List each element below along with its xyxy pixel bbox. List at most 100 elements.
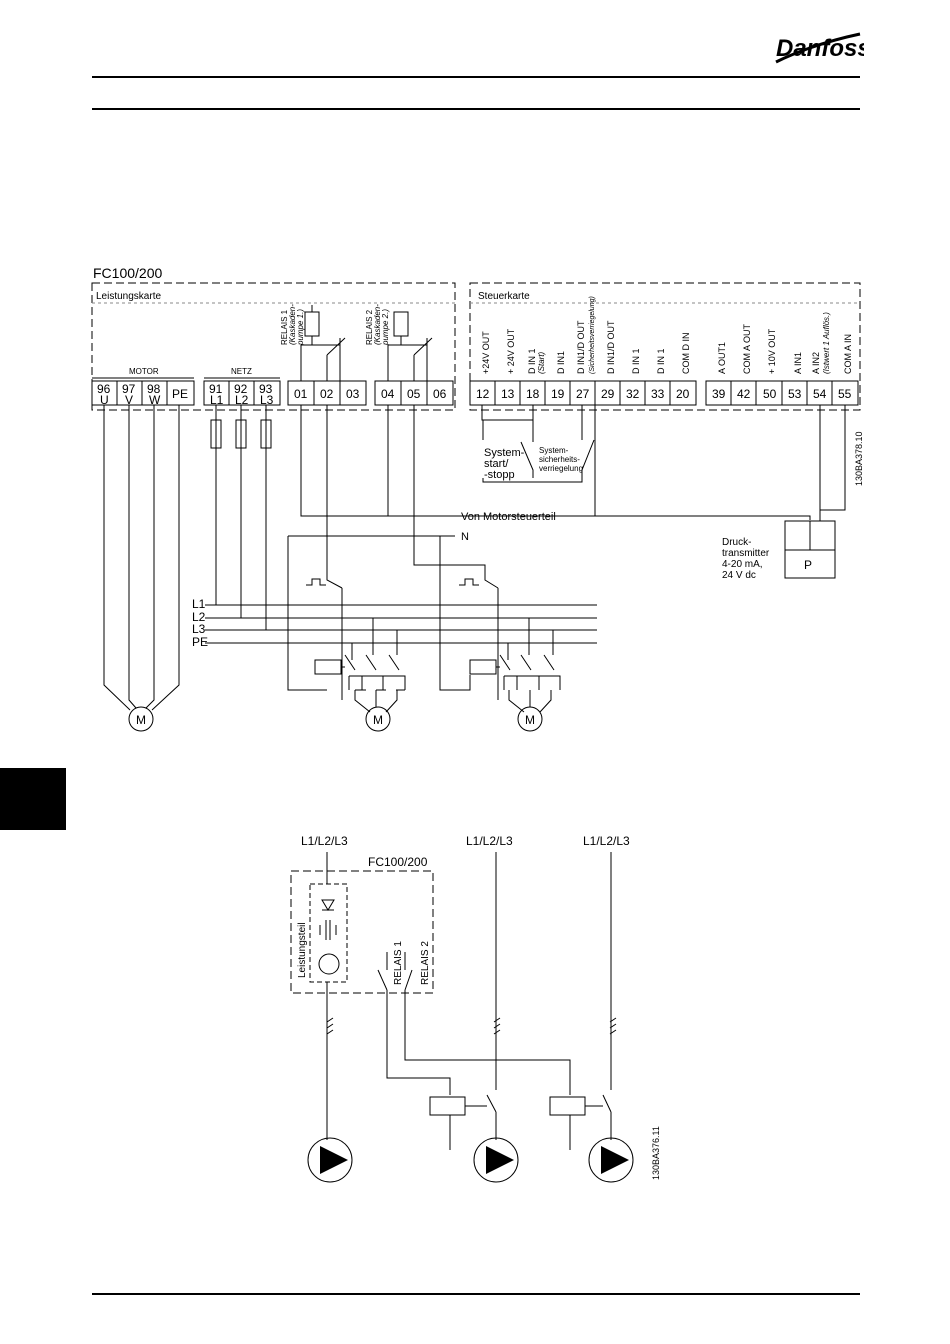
header-rule-top: [92, 76, 860, 78]
logo-swoosh: [775, 32, 861, 64]
pump-3-icon: [601, 1146, 629, 1174]
relay1-sub1: (Kaskaden-: [288, 304, 297, 345]
line-pe-label: PE: [192, 635, 208, 649]
ctrl-label-54b: (Istwert 1 Auflös.): [822, 312, 831, 374]
ctrl-label-32: D IN 1: [631, 348, 641, 374]
control-card-label: Steuerkarte: [478, 291, 530, 302]
ctrl-label-13: + 24V OUT: [506, 328, 516, 374]
term-04: 04: [381, 387, 395, 401]
capacitor: [319, 920, 337, 940]
term-01: 01: [294, 387, 308, 401]
netz-wires: [215, 405, 267, 630]
pump-1-icon: [320, 1146, 348, 1174]
ctrl-label-27b: (Sicherheitsverriegelung): [589, 296, 596, 374]
contactor2-coil: [469, 659, 497, 675]
term-33: 33: [651, 387, 665, 401]
terminal-block-ctrl-a: [469, 380, 697, 406]
leistungsteil-dashed: [309, 883, 348, 983]
term-91-sub: L1: [210, 393, 224, 407]
ref-diagram2: 130BA376.11: [651, 1126, 661, 1180]
terminal-block-netz: [203, 380, 281, 406]
n-wire: [287, 535, 471, 691]
term-12: 12: [476, 387, 490, 401]
pump-1-circle: [307, 1137, 353, 1183]
system-safety-2: sicherheits-: [539, 455, 580, 464]
relay1-coil: [304, 311, 320, 337]
relay2-sub2: pumpe 2.): [381, 309, 390, 346]
chapter-tab: [0, 768, 66, 830]
relais1-label: RELAIS 1: [393, 941, 404, 985]
relay1-out: [326, 405, 343, 605]
leistungsteil-label: Leistungsteil: [297, 922, 308, 978]
term-39: 39: [712, 387, 726, 401]
term-93: 93: [259, 382, 273, 396]
term-91: 91: [209, 382, 223, 396]
term-03: 03: [346, 387, 360, 401]
motor-pump1-label: M: [373, 713, 383, 727]
term-55: 55: [838, 387, 852, 401]
transmitter-1: Druck-: [722, 537, 751, 548]
ctrl-label-19: D IN1: [556, 351, 566, 374]
transistor: [318, 953, 340, 975]
pump-2-circle: [473, 1137, 519, 1183]
logo-text: Danfoss: [776, 35, 864, 62]
ctrl-label-42: COM A OUT: [742, 323, 752, 374]
supply-label-1: L1/L2/L3: [301, 834, 348, 848]
danfoss-logo: Danfoss: [772, 28, 864, 70]
footer-rule: [92, 1293, 860, 1295]
fc-title-2: FC100/200: [368, 855, 428, 869]
system-start-2: start/: [484, 458, 509, 470]
ctrl-label-53: A IN1: [793, 352, 803, 374]
line-l3-label: L3: [192, 622, 206, 636]
term-97: 97: [122, 382, 136, 396]
term-32: 32: [626, 387, 640, 401]
system-safety-3: verriegelung: [539, 464, 583, 473]
transmitter-2: transmitter: [722, 548, 770, 559]
ctrl-label-50: + 10V OUT: [767, 328, 777, 374]
term-98-sub: W: [149, 393, 161, 407]
motor-main-label: M: [136, 713, 146, 727]
term-13: 13: [501, 387, 515, 401]
netz-group-label: NETZ: [231, 367, 252, 376]
ctrl-label-39: A OUT1: [717, 342, 727, 374]
ctrl-label-29: D IN1/D OUT: [606, 320, 616, 374]
motor-wires: [103, 405, 180, 711]
line-l1-label: L1: [192, 597, 206, 611]
power-card-label: Leistungskarte: [96, 291, 161, 302]
term-06: 06: [433, 387, 447, 401]
supply-label-2: L1/L2/L3: [466, 834, 513, 848]
term-97-sub: V: [125, 393, 133, 407]
term-96-sub: U: [100, 393, 109, 407]
ctrl-label-55: COM A IN: [843, 334, 853, 374]
term-93-sub: L3: [260, 393, 274, 407]
term-pe: PE: [172, 387, 188, 401]
contactor1-coil: [314, 659, 342, 675]
terminal-block-motor: [91, 380, 195, 406]
term-54: 54: [813, 387, 827, 401]
contactor-a: [429, 1096, 466, 1116]
term-92: 92: [234, 382, 248, 396]
power-card-outline: [91, 282, 456, 411]
ref-diagram1: 130BA378.10: [854, 431, 864, 486]
motor-pump2: [517, 706, 543, 732]
fc-dashed-box: [290, 870, 434, 994]
relay1-label: RELAIS 1: [280, 309, 289, 345]
system-start-3: -stopp: [484, 469, 515, 481]
term-92-sub: L2: [235, 393, 249, 407]
line-l2-label: L2: [192, 610, 206, 624]
system-start-1: System-: [484, 447, 525, 459]
relay1-sub2: pumpe 1.): [296, 309, 305, 346]
motor-pump1: [365, 706, 391, 732]
pump-3-circle: [588, 1137, 634, 1183]
transmitter-3: 4-20 mA,: [722, 559, 763, 570]
ctrl-label-18: D IN 1: [527, 348, 537, 374]
system-safety-1: System-: [539, 446, 569, 455]
term-96: 96: [97, 382, 111, 396]
term-98: 98: [147, 382, 161, 396]
term-05: 05: [407, 387, 421, 401]
transmitter-4: 24 V dc: [722, 570, 756, 581]
n-label: N: [461, 531, 469, 543]
relay2-out: [413, 405, 499, 605]
relay2-label: RELAIS 2: [365, 309, 374, 345]
